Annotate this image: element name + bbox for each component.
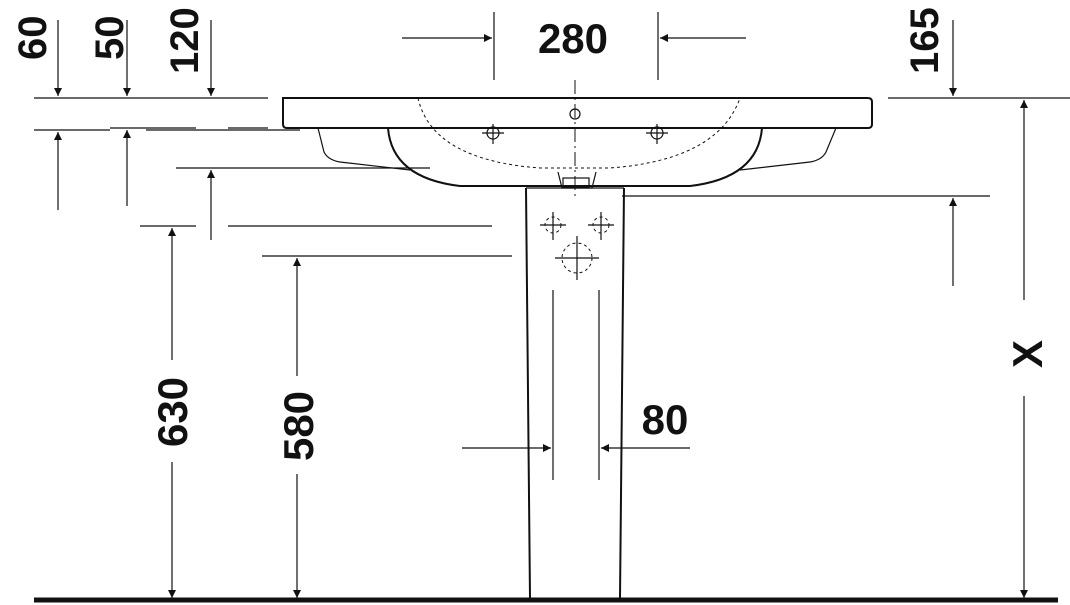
dim-120-label: 120 [163, 7, 207, 74]
dim-80-label: 80 [642, 396, 689, 443]
dim-580-label: 580 [275, 391, 322, 461]
dim-50-label: 50 [88, 16, 132, 61]
dim-630-label: 630 [149, 377, 196, 447]
pedestal [525, 187, 625, 599]
dim-60-label: 60 [11, 16, 55, 61]
tap-hole-right [646, 124, 668, 144]
dim-x-label: X [1004, 340, 1051, 368]
dim-165-label: 165 [903, 7, 947, 74]
extension-lines [34, 12, 1070, 257]
washbasin [282, 80, 873, 200]
tap-hole-left [482, 124, 504, 144]
dimension-lines [54, 20, 1028, 598]
dim-280-label: 280 [538, 15, 608, 62]
